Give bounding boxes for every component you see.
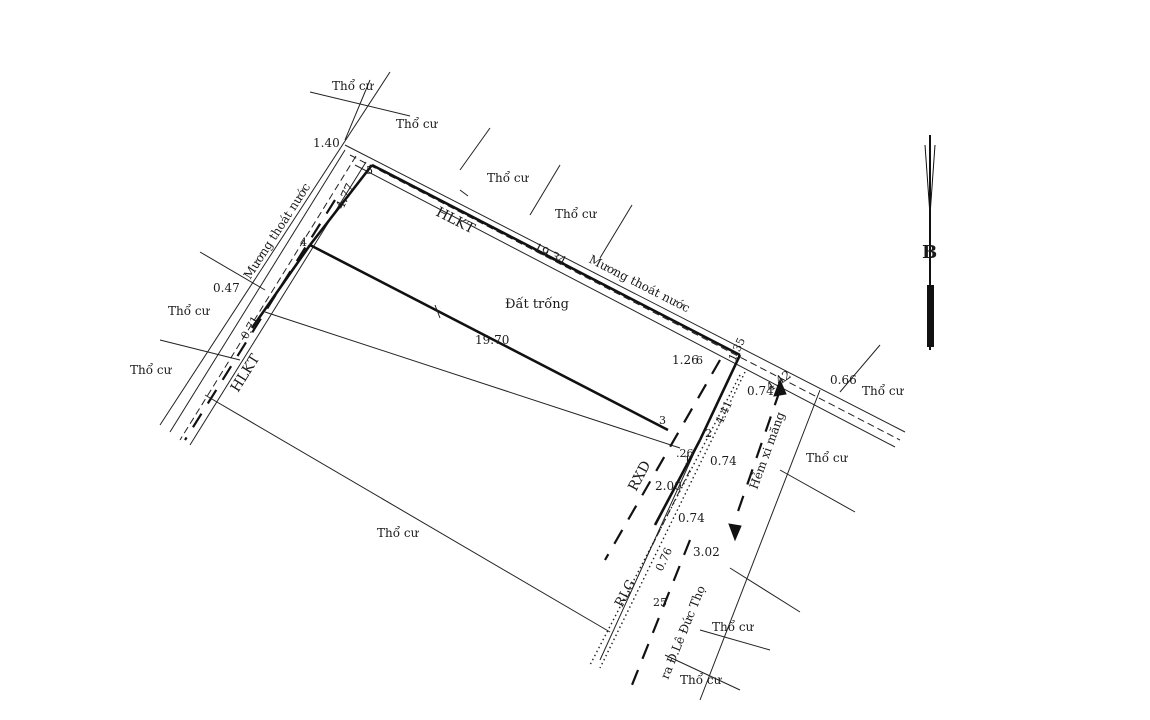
tho-cu-label: Thổ cư	[806, 450, 849, 465]
drainage-channel-top	[344, 144, 906, 448]
dim-offset-2: 0.74	[710, 454, 737, 468]
dim-lower-c: 0.76	[653, 546, 675, 574]
hlkt-label-left: HLKT	[228, 351, 264, 395]
tho-cu-label: Thổ cư	[712, 619, 755, 634]
dim-bottom-side: 19.70	[475, 333, 509, 347]
drainage-label-left: Mương thoát nước	[241, 180, 314, 281]
vertex-3: 3	[659, 414, 666, 427]
direction-arrows	[434, 189, 787, 542]
tho-cu-label: Thổ cư	[555, 206, 598, 221]
dim-right-gap-1: 1.26	[672, 353, 699, 367]
dim-offset-1: 0.74	[747, 384, 774, 398]
north-arrow: B	[922, 135, 937, 350]
dim-offset-3: 0.74	[678, 511, 705, 525]
land-use-labels: Thổ cư Thổ cư Thổ cư Thổ cư Thổ cư Thổ c…	[130, 78, 905, 687]
dim-top-side: 19.34	[532, 240, 569, 268]
dim-left-gap-mid: 0.47	[213, 281, 240, 295]
tho-cu-label: Thổ cư	[168, 303, 211, 318]
dim-lower-d: 3.02	[693, 545, 720, 559]
tho-cu-label: Thổ cư	[487, 170, 530, 185]
dim-lower-a: .26	[676, 447, 694, 460]
arrow-down-icon	[728, 523, 742, 542]
dim-road-side: 0.66	[830, 373, 857, 387]
tho-cu-label: Thổ cư	[332, 78, 375, 93]
dim-left-side: 4.77	[333, 181, 357, 211]
dim-left-gap-top: 1.40	[313, 136, 340, 150]
cement-alley-label: Hẻm xi măng	[747, 410, 788, 491]
tho-cu-label: Thổ cư	[680, 672, 723, 687]
tho-cu-label: Thổ cư	[862, 383, 905, 398]
north-label: B	[922, 242, 937, 263]
vertex-4: 4	[300, 236, 307, 249]
tho-cu-label: Thổ cư	[377, 525, 420, 540]
plot-boundary	[250, 163, 742, 526]
vacant-land-label: Đất trống	[505, 296, 569, 312]
vertex-labels: 1 2 3 4 5 6	[300, 164, 712, 467]
vertex-1: 1	[684, 454, 691, 467]
vertex-2: 2	[705, 427, 712, 440]
tho-cu-label: Thổ cư	[396, 116, 439, 131]
dim-lower-e: 25	[653, 596, 667, 609]
vertex-5: 5	[366, 164, 373, 177]
tho-cu-label: Thổ cư	[130, 362, 173, 377]
arrow-up-icon	[773, 378, 787, 397]
rxd-label: RXD	[625, 458, 654, 494]
vertex-6: 6	[696, 354, 703, 367]
setback-lines	[184, 199, 782, 691]
dim-lower-b: 2.00	[655, 479, 682, 493]
drainage-channel-left	[169, 149, 367, 446]
